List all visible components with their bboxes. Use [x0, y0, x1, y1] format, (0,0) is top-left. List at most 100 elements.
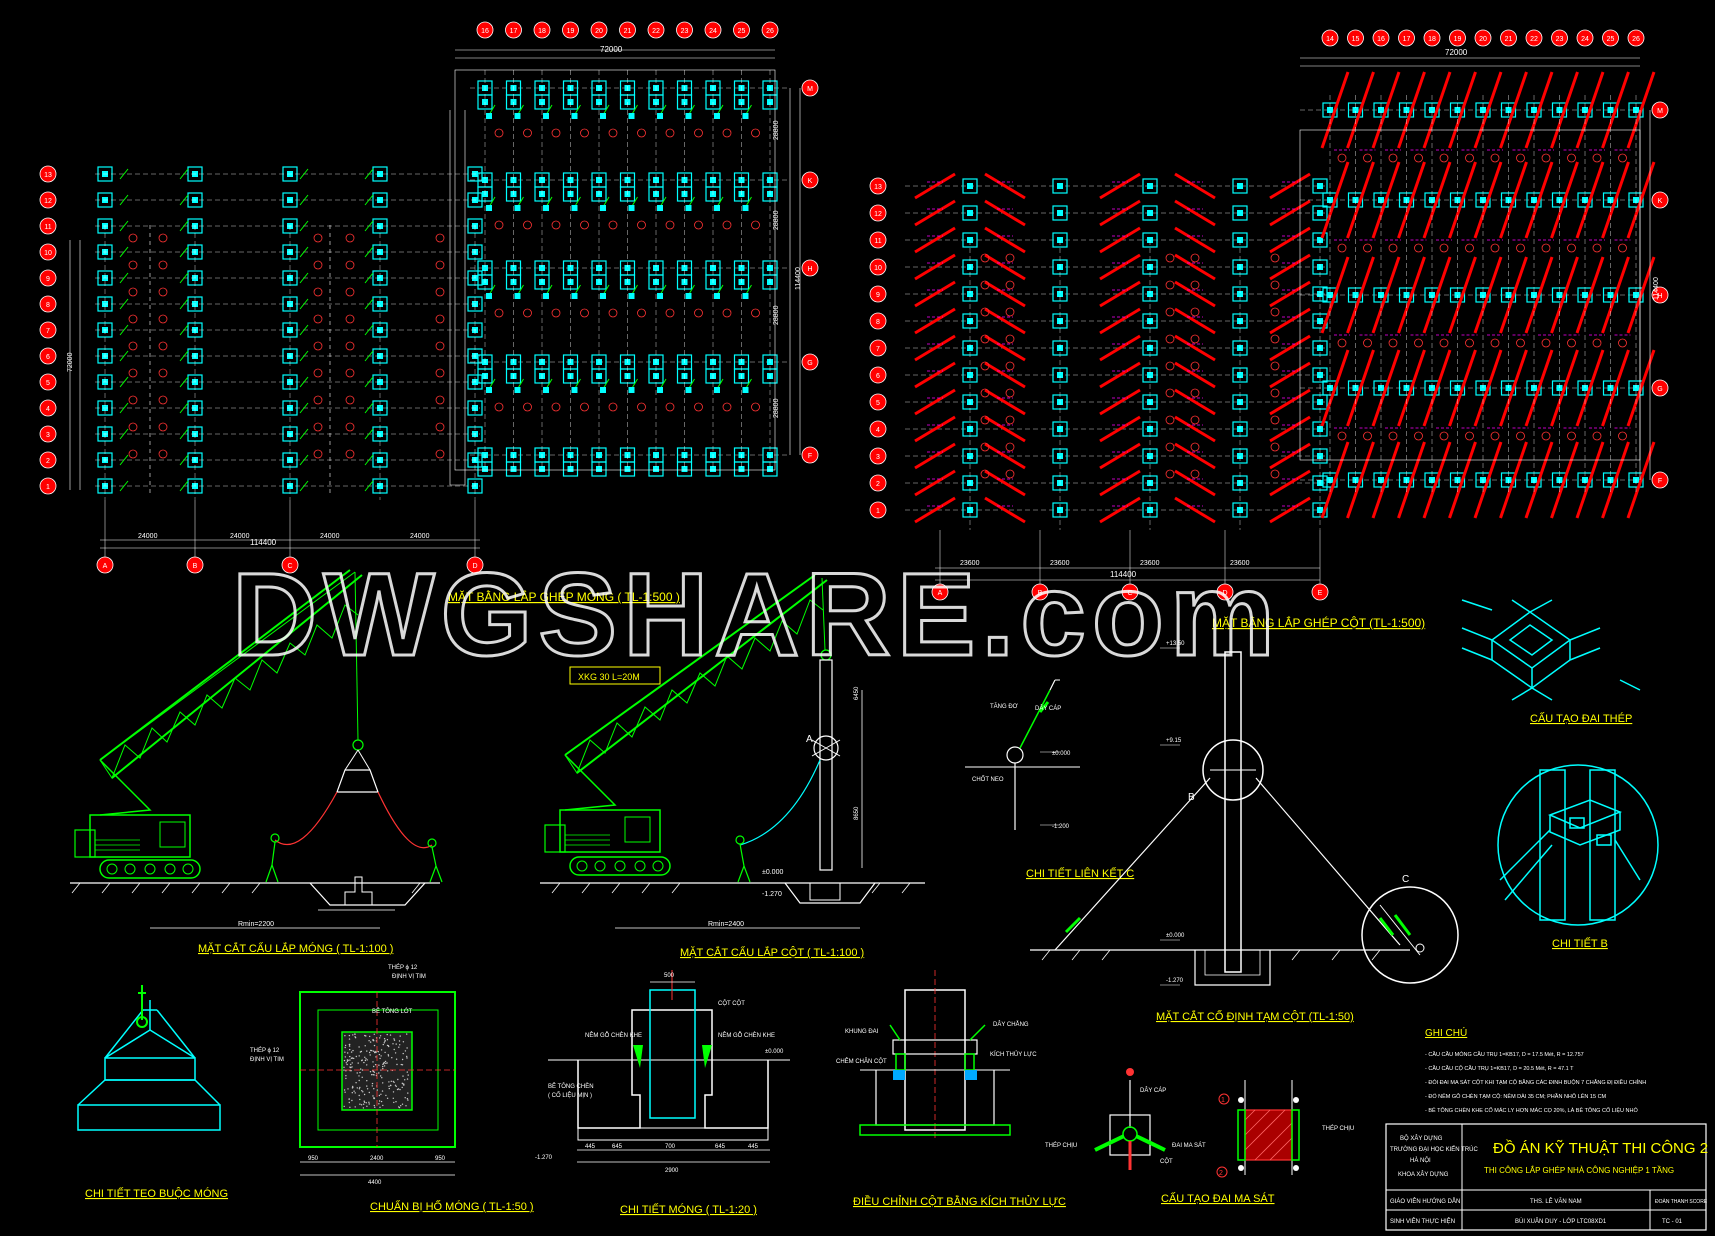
axisb-top-20: 20: [1474, 29, 1492, 47]
pit-label-steel-1: THÉP ϕ 12: [388, 964, 418, 971]
column-lift-level-top: ±0.000: [762, 869, 783, 876]
axisb-left-8: 8: [869, 312, 887, 330]
column-mark: [1057, 210, 1063, 216]
svg-text:22: 22: [1530, 36, 1538, 43]
column-mark: [1352, 107, 1359, 113]
general-notes: GHI CHÚ - CẦU CẦU MÓNG CẦU TRỤ 1=KB17, D…: [1425, 1026, 1646, 1114]
footing-dim-1: 445: [585, 1144, 596, 1150]
column-mark: [1327, 107, 1333, 113]
svg-text:20: 20: [1479, 36, 1487, 43]
svg-text:G: G: [807, 360, 812, 367]
column-mark: [510, 177, 517, 183]
footing-mark: [962, 178, 978, 194]
footing-label-wedge-left: NÊM GỖ CHÈN KHE: [585, 1031, 642, 1039]
fixing-level-top: +13.50: [1166, 641, 1185, 647]
notes-line-4: - ĐỔ NÊM GỖ CHÈN TẠM CỘ: NÊM DÀI 35 CM; …: [1425, 1092, 1607, 1100]
axis-right-G: G: [801, 353, 819, 371]
svg-text:22: 22: [652, 28, 660, 35]
axis-top-16: 16: [476, 21, 494, 39]
axis-left-10: 10: [39, 243, 57, 261]
column-mark: [539, 265, 545, 271]
teacher-label: GIÁO VIÊN HƯỚNG DẪN: [1390, 1197, 1460, 1205]
steel-tie-detail: [1461, 599, 1641, 701]
column-mark: [653, 466, 659, 472]
column-lift-level-bot: -1.270: [762, 891, 782, 898]
foundation-lift-title: MẶT CẮT CẨU LẮP MÓNG ( TL-1:100 ): [198, 942, 393, 955]
foundation-lift-section: Rmin=2200: [70, 569, 443, 929]
axisb-top-23: 23: [1551, 29, 1568, 47]
svg-text:3: 3: [876, 454, 880, 461]
tying-detail: [77, 1000, 221, 1131]
axis-left-11: 11: [39, 217, 57, 235]
fixing-point-c: C: [1402, 874, 1409, 885]
axis-bottom-A: A: [96, 556, 114, 574]
concrete-speckle: [343, 1033, 409, 1109]
notes-line-3: - ĐÓI ĐAI MA SÁT CỘT KHI TẠM CỘ BẰNG CÁC…: [1425, 1078, 1646, 1086]
svg-text:2: 2: [876, 481, 880, 488]
column-mark: [482, 265, 488, 271]
axisb-left-13: 13: [869, 177, 887, 195]
axis-right-F: F: [801, 446, 819, 464]
foundation-plan-bottom-total: 114400: [250, 538, 277, 547]
column-plan-bottom-dim-2: 23600: [1050, 560, 1070, 567]
friction-marker-2: 2: [1219, 1170, 1223, 1177]
pit-dim-3: 950: [435, 1156, 446, 1162]
axisb-left-4: 4: [869, 420, 887, 438]
foundation-plan-bottom-dim-3: 24000: [320, 533, 340, 540]
footing-label-grout: BÊ TÔNG CHÈN: [548, 1082, 594, 1090]
axis-right-K: K: [801, 171, 819, 189]
svg-text:13: 13: [44, 172, 52, 179]
footing-mark: [1052, 178, 1068, 194]
column-mark: [967, 507, 973, 513]
steel-tie-title: CẤU TẠO ĐAI THÉP: [1530, 712, 1632, 725]
project-title: ĐỒ ÁN KỸ THUẬT THI CÔNG 2: [1493, 1139, 1708, 1157]
footing-dim-2: 645: [612, 1144, 623, 1150]
column-mark: [710, 177, 716, 183]
friction-label-tie: ĐAI MA SÁT: [1172, 1142, 1206, 1149]
project-subtitle: THI CÔNG LẮP GHÉP NHÀ CÔNG NGHIỆP 1 TẦNG: [1484, 1165, 1674, 1175]
svg-text:12: 12: [44, 198, 52, 205]
svg-text:15: 15: [1352, 36, 1360, 43]
org-university: TRƯỜNG ĐẠI HỌC KIẾN TRÚC: [1390, 1146, 1478, 1153]
svg-text:12: 12: [874, 211, 882, 218]
foundation-plan-bottom-dim-1: 24000: [138, 533, 158, 540]
column-mark: [1403, 107, 1410, 113]
column-mark: [1147, 372, 1153, 378]
column-mark: [624, 466, 631, 472]
column-mark: [482, 466, 488, 472]
teacher-name: THS. LÊ VĂN NAM: [1530, 1197, 1582, 1205]
axisb-top-14: 14: [1321, 29, 1339, 47]
foundation-plan-right-dim-3: 28800: [773, 305, 780, 325]
footing-dim-total: 2900: [665, 1168, 679, 1174]
svg-text:H: H: [1657, 293, 1662, 300]
axisb-left-7: 7: [869, 339, 887, 357]
column-mark: [710, 466, 716, 472]
svg-text:5: 5: [876, 400, 880, 407]
svg-text:H: H: [807, 266, 812, 273]
friction-label-cable: DÂY CÁP: [1140, 1087, 1166, 1094]
axis-right-H: H: [801, 259, 819, 277]
fixing-point-b: B: [1188, 792, 1195, 803]
column-mark: [767, 265, 773, 271]
column-mark: [738, 177, 745, 183]
svg-text:21: 21: [624, 28, 632, 35]
hydraulic-jack-detail: KHUNG ĐAI DÂY CHẰNG CHÊM CHÂN CỘT KÍCH T…: [836, 970, 1037, 1140]
svg-text:16: 16: [481, 28, 489, 35]
svg-text:A: A: [938, 590, 943, 597]
fixing-level-mid: +9.15: [1166, 738, 1182, 744]
axisb-top-22: 22: [1525, 29, 1543, 47]
tying-hook: [136, 985, 148, 1028]
column-mark: [681, 265, 688, 271]
hydraulic-title: ĐIỀU CHỈNH CỘT BẰNG KÍCH THỦY LỰC: [853, 1195, 1066, 1208]
svg-text:2: 2: [46, 458, 50, 465]
column-lift-title: MẶT CẮT CẨU LẮP CỘT ( TL-1:100 ): [680, 946, 864, 959]
column-mark: [1057, 183, 1063, 189]
column-mark: [1633, 107, 1639, 113]
svg-text:19: 19: [1454, 36, 1462, 43]
friction-label-steel-left: THÉP CHỊU: [1045, 1142, 1077, 1149]
footing-dim-4: 645: [715, 1144, 726, 1150]
svg-text:26: 26: [1632, 36, 1640, 43]
column-mark: [1317, 291, 1323, 297]
